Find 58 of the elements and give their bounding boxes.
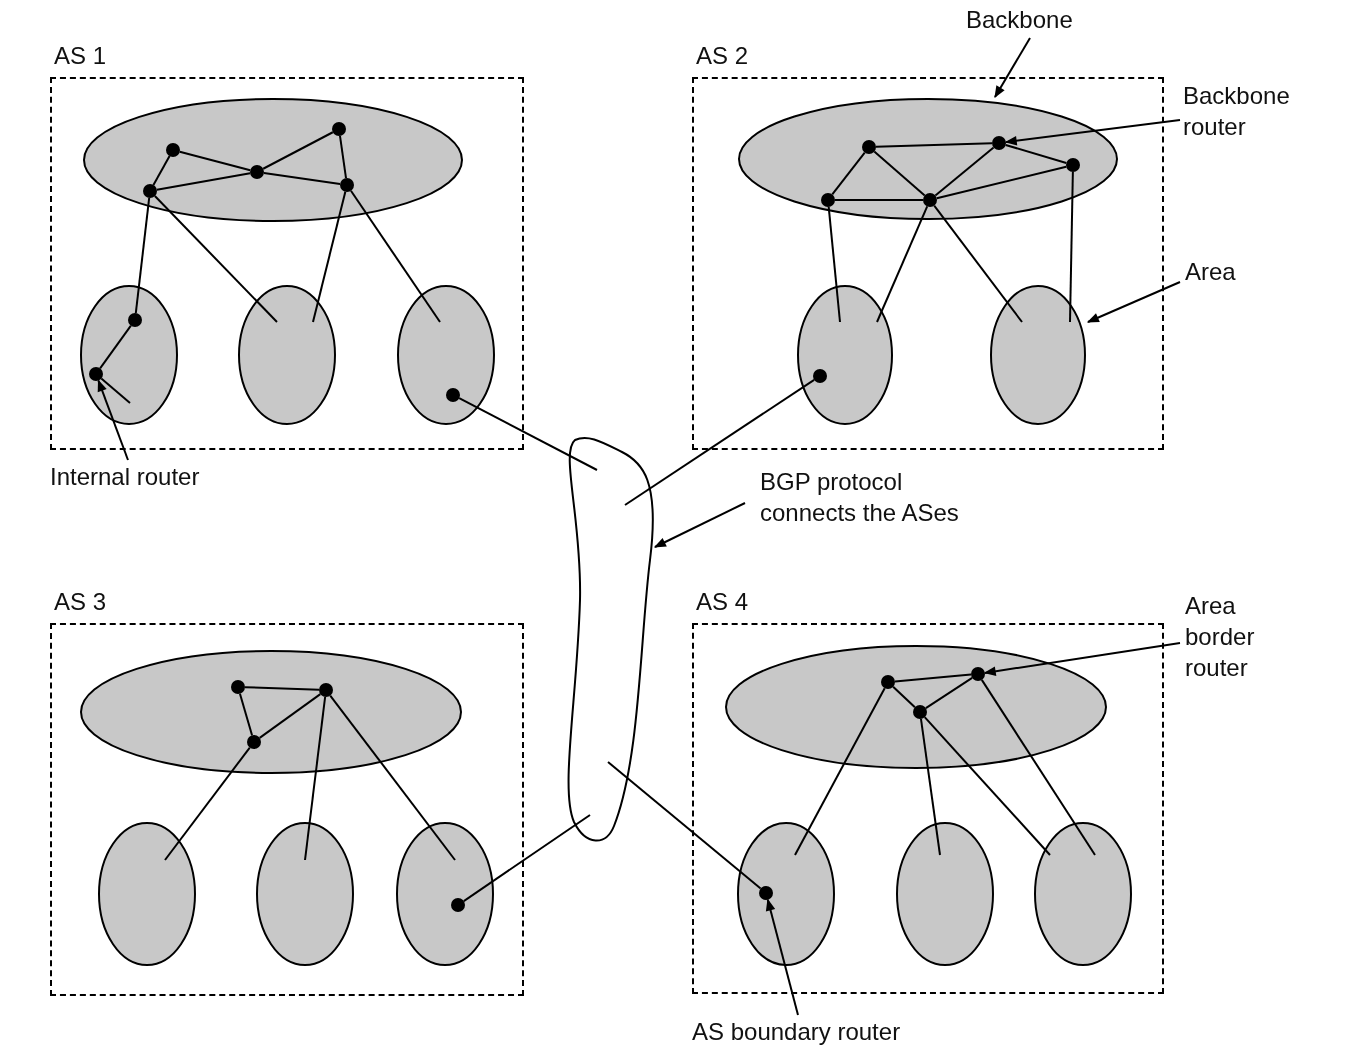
link-line [312,190,347,323]
leader-line [653,502,746,548]
as-label: AS 3 [54,587,107,617]
link-line [919,717,941,856]
callout-label: Internal router [50,461,260,493]
link-line [834,199,924,201]
callout-label: BGP protocol connects the ASes [760,466,1000,530]
link-line [153,195,278,323]
link-line [934,146,995,197]
link-line [1004,144,1068,164]
link-line [304,695,327,861]
as-label: AS 4 [696,587,749,617]
callout-label: Area [1185,256,1265,288]
link-line [152,155,171,186]
link-line [329,694,456,861]
callout-label: AS boundary router [692,1016,982,1047]
link-line [462,814,591,903]
link-line [262,131,334,170]
link-line [607,761,762,890]
link-line [134,196,151,315]
link-line [349,189,441,323]
link-line [178,150,252,172]
link-line [980,678,1096,856]
callout-label: Backbone router [1183,80,1333,144]
link-line [794,687,886,856]
leader-line [97,379,129,461]
link-line [258,693,322,739]
link-line [875,142,993,148]
link-line [876,205,929,323]
link-line [624,378,816,506]
link-line [1069,171,1074,323]
link-line [238,692,254,737]
link-line [923,716,1051,856]
link-line [892,685,916,709]
link-line [262,172,342,185]
link-line [873,150,926,197]
link-line [164,746,251,861]
link-line [339,134,347,180]
link-line [155,172,252,191]
leader-line [1004,119,1181,146]
link-line [99,324,132,370]
callout-label: Backbone [966,4,1116,36]
link-line [933,204,1023,323]
leader-line [983,642,1181,677]
link-line [458,397,598,471]
link-line [893,673,973,683]
leader-line [1086,281,1181,323]
as-label: AS 2 [696,41,749,71]
callout-label: Area border router [1185,590,1285,686]
as-label: AS 1 [54,41,107,71]
link-line [100,377,131,404]
link-line [924,676,974,710]
link-line [244,686,320,691]
link-line [827,205,841,323]
link-line [831,151,866,196]
leader-line [765,898,799,1016]
link-line [935,165,1068,200]
leader-line [994,37,1031,99]
